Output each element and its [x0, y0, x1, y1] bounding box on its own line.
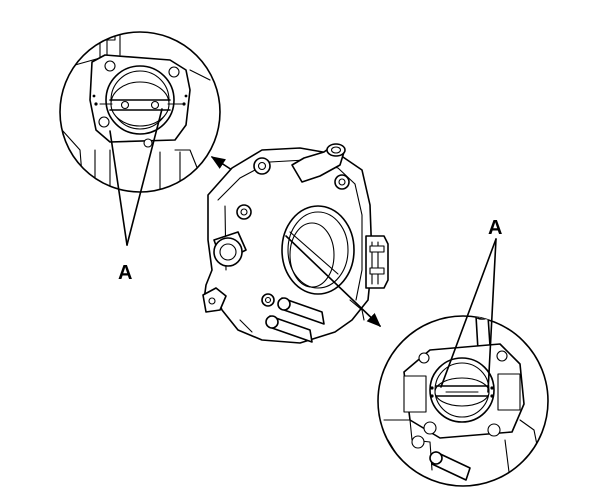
arrow-to-right-detail [285, 235, 382, 327]
callout-label-a-left: A [118, 262, 132, 284]
detail-view-bottom-right: A [377, 217, 549, 487]
callout-line-left-2 [126, 108, 163, 246]
callout-label-a-right: A [488, 217, 502, 239]
callout-line-left-1 [109, 130, 128, 246]
throttle-body-main [202, 143, 389, 344]
callout-line-right-2 [487, 238, 497, 393]
arrow-to-left-detail [210, 156, 233, 171]
callout-line-right-1 [440, 238, 497, 388]
detail-view-top-left: A [59, 31, 221, 284]
